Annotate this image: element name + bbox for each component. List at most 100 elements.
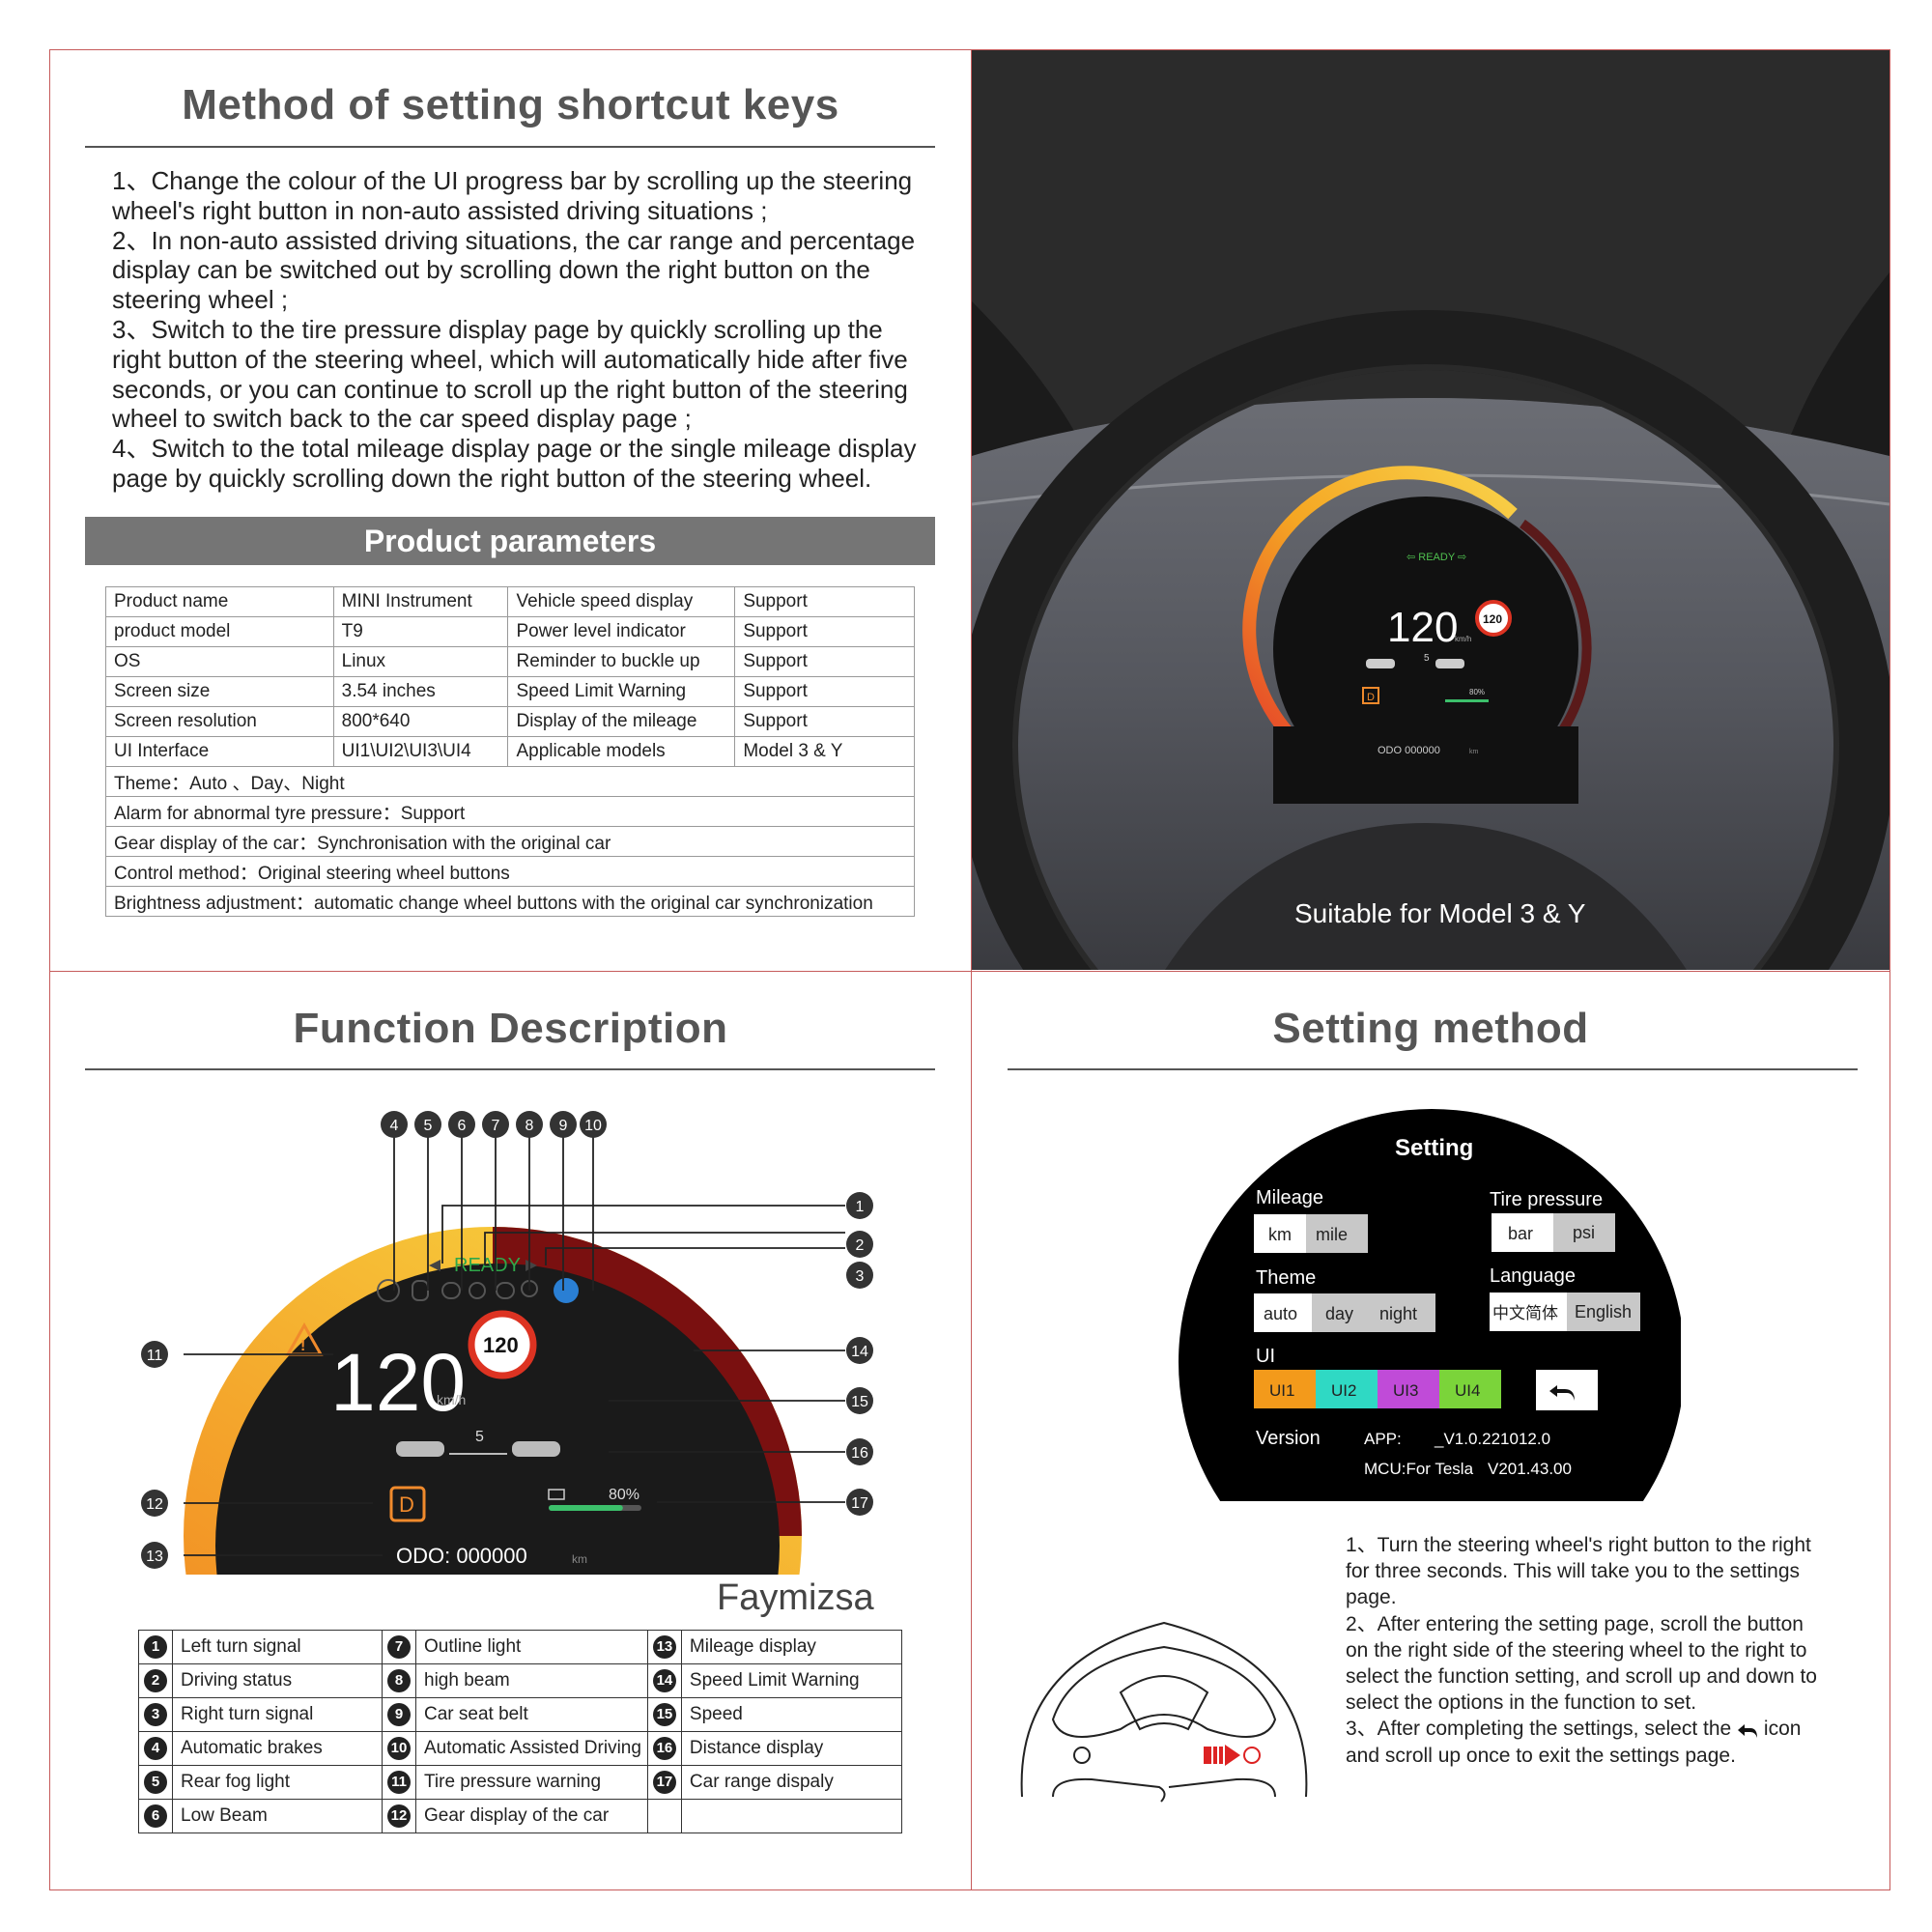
outline-light-icon [469,1282,486,1299]
tire-psi-option[interactable] [1553,1213,1615,1252]
theme-night-option[interactable] [1368,1293,1435,1332]
params-wide-row: Theme：Auto 、Day、Night [105,766,915,797]
callout-top: 5 [424,1118,433,1134]
shortcut-step-1: 1、Change the colour of the UI progress b… [112,166,913,225]
legend-number: 16 [652,1737,676,1760]
ui2-option[interactable] [1316,1370,1378,1408]
function-car-ahead-icon [396,1441,444,1457]
legend-number: 6 [144,1804,167,1828]
legend-label: Outline light [415,1630,648,1664]
right-wheel-button-icon[interactable] [1243,1747,1261,1764]
legend-label: Low Beam [172,1799,383,1833]
params-cell: UI1\UI2\UI3\UI4 [332,736,509,767]
callout-top-badge [381,1111,408,1138]
legend-number-cell: 17 [646,1765,682,1800]
legend-label: Left turn signal [172,1630,383,1664]
photo-battery-bar [1445,699,1489,702]
function-title: Function Description [293,1005,728,1052]
legend-label: Automatic Assisted Driving [415,1731,648,1766]
wheel-hub [1051,1645,1277,1738]
mileage-km-option[interactable] [1254,1214,1306,1253]
photo-limit-value: 120 [1483,612,1502,626]
legend-label: Driving status [172,1663,383,1698]
photo-gear: D [1367,692,1375,703]
callout-top-badge [414,1111,441,1138]
callout-left: 13 [146,1548,163,1565]
theme-auto-option[interactable] [1254,1293,1312,1332]
setting-step-3-pre: 3、After completing the settings, select … [1346,1718,1732,1741]
theme-auto-text: auto [1264,1304,1297,1323]
legend-number-cell: 15 [646,1697,682,1732]
theme-label: Theme [1256,1267,1316,1289]
params-cell: Support [734,676,915,707]
ui-label: UI [1256,1346,1275,1367]
theme-day-option[interactable] [1312,1293,1368,1332]
function-distance: 5 [475,1429,484,1445]
ui1-text: UI1 [1269,1381,1294,1400]
language-zh-option[interactable] [1490,1293,1567,1331]
tire-bar-option[interactable] [1492,1213,1553,1252]
right-arrow-icon [1225,1745,1240,1766]
legend-number-cell: 10 [382,1731,416,1766]
photo-car-self-icon [1435,659,1464,668]
callout-right: 17 [851,1495,868,1512]
callout-right-badge [846,1192,873,1219]
params-cell: Support [734,586,915,617]
legend-number-cell: 12 [382,1799,416,1833]
legend-label: Tire pressure warning [415,1765,648,1800]
setting-screen: Setting Mileage Tire pressure km mile ba… [1179,1109,1681,1501]
legend-label: Gear display of the car [415,1799,648,1833]
legend-label: Speed [680,1697,902,1732]
legend-number: 17 [652,1771,676,1794]
params-cell: MINI Instrument [332,586,509,617]
ui3-option[interactable] [1378,1370,1439,1408]
tire-psi-text: psi [1573,1223,1595,1242]
legend-number: 13 [652,1635,676,1659]
callout-right-badge [846,1489,873,1516]
product-photo: ⇦ READY ⇨ 120 km/h 120 5 D 80% ODO 00000… [972,50,1889,970]
params-cell: Product name [105,586,334,617]
function-speed: 120 [330,1337,466,1428]
mileage-label: Mileage [1256,1187,1323,1208]
back-icon [1549,1385,1575,1401]
mileage-mile-option[interactable] [1306,1214,1368,1253]
params-wide-cell: Theme：Auto 、Day、Night [105,766,915,797]
shortcut-title: Method of setting shortcut keys [182,81,839,128]
theme-night-text: night [1379,1304,1417,1323]
steering-wheel-diagram [1020,1621,1308,1803]
legend-number: 11 [387,1771,411,1794]
shortcut-step-3: 3、Switch to the tire pressure display pa… [112,314,908,434]
callout-top: 10 [584,1118,602,1134]
tire-pressure-label: Tire pressure [1490,1189,1603,1210]
legend-number: 5 [144,1771,167,1794]
right-turn-icon [526,1260,537,1271]
ui1-option[interactable] [1254,1370,1316,1408]
language-en-option[interactable] [1567,1293,1640,1331]
photo-limit-sign [1475,600,1512,637]
app-version: _V1.0.221012.0 [1434,1430,1550,1448]
function-limit-value: 120 [483,1333,519,1357]
language-zh-text: 中文简体 [1492,1304,1558,1322]
params-cell: OS [105,646,334,677]
function-speed-unit: km/h [437,1392,466,1407]
params-cell: UI Interface [105,736,334,767]
function-battery: 80% [609,1487,639,1503]
cockpit-illustration: ⇦ READY ⇨ 120 km/h 120 5 D 80% ODO 00000… [972,50,1889,970]
callout-right-badge [846,1231,873,1258]
ui4-option[interactable] [1439,1370,1501,1408]
photo-caption: Suitable for Model 3 & Y [1294,898,1586,928]
params-wide-row: Gear display of the car：Synchronisation … [105,826,915,857]
language-label: Language [1490,1265,1576,1287]
legend-number: 9 [387,1703,411,1726]
params-wide-cell: Alarm for abnormal tyre pressure：Support [105,796,915,827]
language-en-text: English [1575,1302,1632,1321]
high-beam-icon [496,1282,515,1299]
params-cell: Vehicle speed display [507,586,736,617]
legend-number-cell: 6 [138,1799,173,1833]
